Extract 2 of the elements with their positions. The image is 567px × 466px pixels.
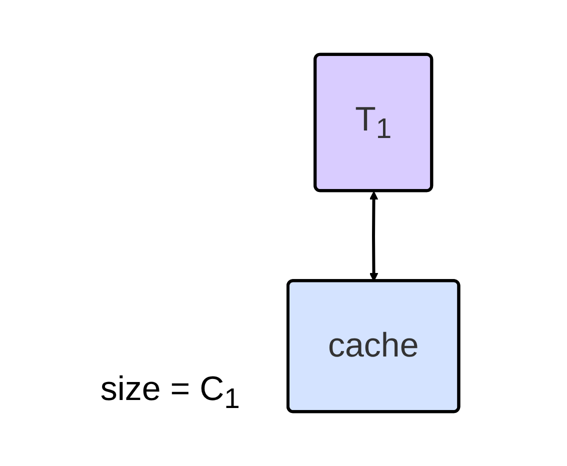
size-label: size = C$_{1}$	[100, 370, 240, 416]
arrow	[369, 191, 378, 282]
